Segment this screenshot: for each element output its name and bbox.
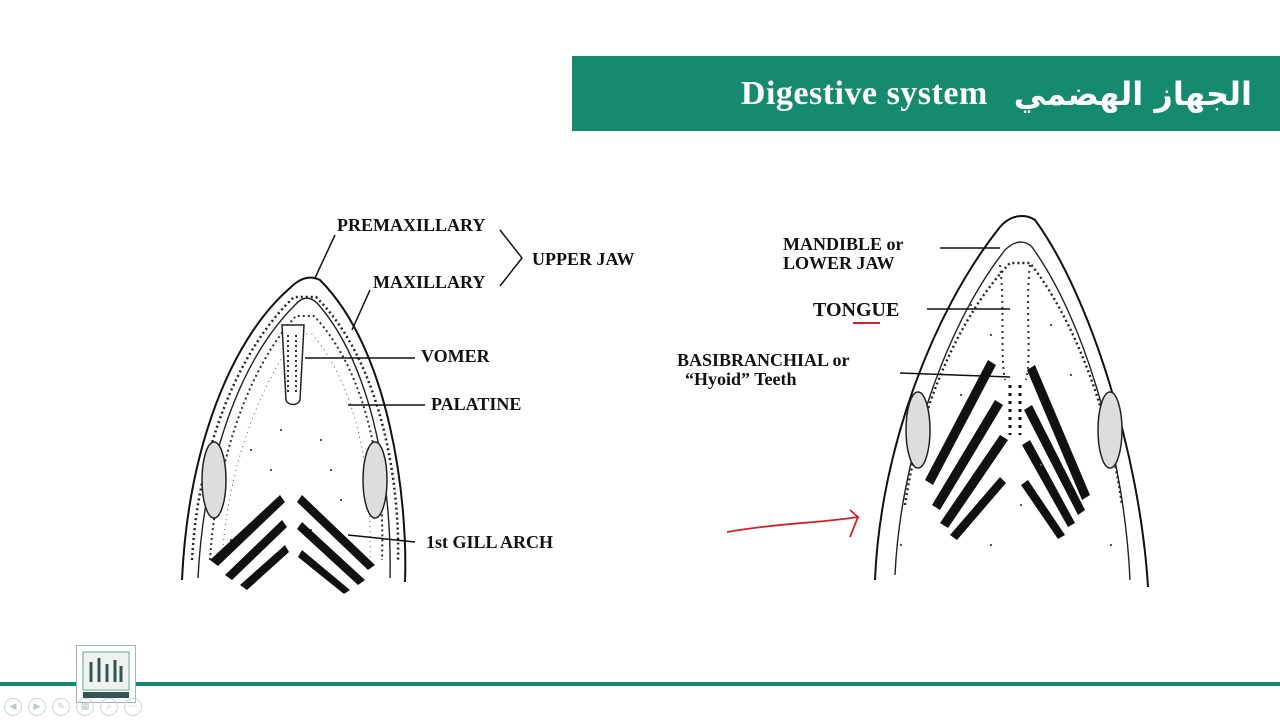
presentation-nav: ◀ ▶ ✎ ▦ ⌕ ⋯	[4, 698, 142, 716]
title-arabic: الجهاز الهضمي	[1013, 74, 1252, 113]
more-icon[interactable]: ⋯	[124, 698, 142, 716]
label-mandible-line2: LOWER JAW	[783, 253, 895, 273]
vomer-shape	[281, 324, 305, 406]
gill-arches-left	[210, 495, 375, 594]
previous-icon[interactable]: ◀	[4, 698, 22, 716]
slides-icon[interactable]: ▦	[76, 698, 94, 716]
red-arrow	[726, 509, 861, 538]
zoom-icon[interactable]: ⌕	[100, 698, 118, 716]
label-tongue: TONGUE	[813, 299, 899, 321]
label-palatine: PALATINE	[431, 394, 521, 414]
head-outline	[181, 276, 407, 583]
label-upper-jaw: UPPER JAW	[532, 249, 635, 269]
label-basibranchial-line1: BASIBRANCHIAL or	[677, 350, 850, 370]
lower-jaw-diagram: MANDIBLE or LOWER JAW TONGUE BASIBRANCHI…	[677, 214, 1149, 588]
label-premaxillary: PREMAXILLARY	[337, 215, 485, 235]
label-mandible-line1: MANDIBLE or	[783, 234, 904, 254]
label-gill-arch: 1st GILL ARCH	[426, 532, 553, 552]
title-english: Digestive system	[740, 74, 988, 112]
footer-divider	[0, 682, 1280, 686]
label-maxillary: MAXILLARY	[373, 272, 485, 292]
slide-title-bar: Digestive system الجهاز الهضمي	[572, 56, 1280, 131]
next-icon[interactable]: ▶	[28, 698, 46, 716]
pen-icon[interactable]: ✎	[52, 698, 70, 716]
label-basibranchial-line2: “Hyoid” Teeth	[685, 369, 797, 389]
gill-bars	[925, 360, 1090, 540]
upper-jaw-diagram: PREMAXILLARY MAXILLARY UPPER JAW VOMER P…	[181, 215, 635, 594]
label-vomer: VOMER	[421, 346, 491, 366]
university-logo-icon	[76, 645, 136, 703]
